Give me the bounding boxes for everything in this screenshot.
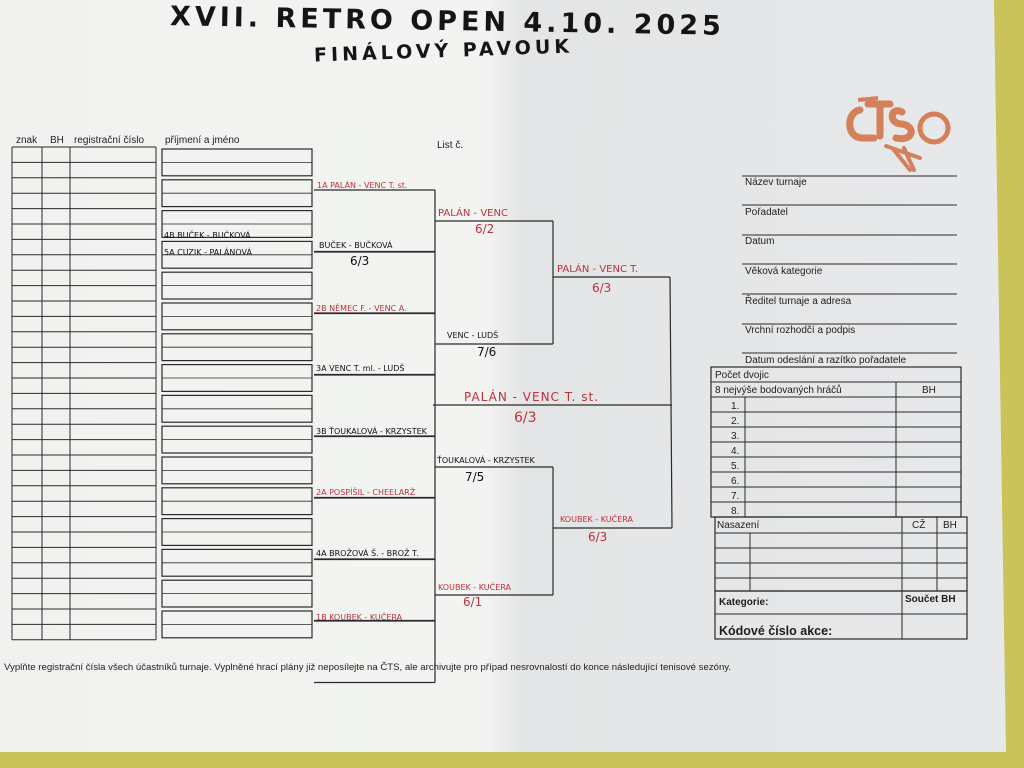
score-sheet: XVII. RETRO OPEN 4.10. 2025 FINÁLOVÝ PAV…	[0, 0, 1006, 752]
footer-note: Vyplňte registrační čísla všech účastník…	[4, 662, 732, 673]
entry-name[interactable]: 5A CUZIK - PALÁNOVÁ	[164, 248, 252, 257]
list-number-label: List č.	[437, 140, 464, 151]
bracket-line	[669, 276, 673, 529]
event-code-label: Kódové číslo akce:	[719, 624, 833, 638]
category-table	[714, 590, 968, 640]
bracket-lines	[11, 146, 968, 684]
seeding-bh-label: BH	[943, 520, 957, 531]
field-date: Datum	[745, 236, 775, 247]
field-organizer: Pořadatel	[745, 207, 788, 218]
sf-score[interactable]: 6/3	[592, 281, 612, 295]
r1-match-label[interactable]: 4A BROŽOVÁ Š. - BROŽ T.	[316, 549, 419, 558]
r1-match-label[interactable]: 3A VENC T. ml. - LUDŠ	[316, 364, 405, 373]
top8-label: 8 nejvýše bodovaných hráčů	[715, 385, 842, 396]
rank-row: 5.	[731, 461, 740, 472]
rank-row: 7.	[731, 491, 740, 502]
r2-match-label[interactable]: KOUBEK - KUČERA	[438, 583, 511, 592]
col-header-znak: znak	[16, 135, 38, 146]
rank-row: 4.	[731, 446, 740, 457]
r2-match-label[interactable]: PALÁN - VENC	[438, 208, 508, 219]
category-label: Kategorie:	[719, 597, 769, 608]
sf-score[interactable]: 6/3	[588, 530, 608, 544]
r2-match-label[interactable]: VENC - LUDŠ	[447, 331, 499, 340]
r1-match-label[interactable]: 2B NĚMEC F. - VENC A.	[316, 304, 407, 313]
field-tournament-name: Název turnaje	[745, 177, 807, 188]
sf-match-label[interactable]: KOUBEK - KUČERA	[560, 515, 633, 524]
sf-match-label[interactable]: PALÁN - VENC T.	[557, 264, 639, 275]
r2-score[interactable]: 6/1	[463, 595, 483, 609]
field-referee: Vrchní rozhodčí a podpis	[745, 325, 856, 336]
r2-score[interactable]: 7/5	[465, 470, 485, 484]
seeding-cz-label: CŽ	[912, 520, 926, 531]
r1-match-label[interactable]: 2A POSPÍŠIL - CHEELARŽ	[316, 488, 416, 497]
pairs-count-label: Počet dvojic	[715, 370, 769, 381]
r2-score[interactable]: 6/2	[475, 222, 495, 236]
r1-match-label[interactable]: 3B ŤOUKALOVÁ - KRZYSTEK	[316, 427, 427, 436]
r1-match-label[interactable]: 1A PALÁN - VENC T. st.	[317, 181, 408, 190]
field-send-date: Datum odeslání a razítko pořadatele	[745, 355, 907, 366]
final-winner-label[interactable]: PALÁN - VENC T. st.	[464, 390, 600, 404]
rank-row: 1.	[731, 401, 740, 412]
r2-score[interactable]: 7/6	[477, 345, 497, 359]
final-score[interactable]: 6/3	[514, 410, 537, 426]
seeding-label: Nasazení	[717, 520, 760, 531]
entry-name[interactable]: 4B BUČEK - BUČKOVÁ	[164, 231, 251, 240]
col-header-reg: registrační číslo	[74, 135, 145, 146]
r1-match-label[interactable]: 1B KOUBEK - KUČERA	[316, 613, 403, 622]
rank-row: 6.	[731, 476, 740, 487]
rank-row: 8.	[731, 506, 740, 517]
col-header-bh: BH	[50, 135, 64, 146]
r1-match-label[interactable]: BUČEK - BUČKOVÁ	[319, 241, 393, 250]
top8-bh-label: BH	[922, 385, 936, 396]
field-age-category: Věková kategorie	[745, 266, 823, 277]
r2-match-label[interactable]: ŤOUKALOVÁ - KRZYSTEK	[437, 456, 535, 465]
sum-bh-label: Součet BH	[905, 594, 956, 605]
col-header-name: příjmení a jméno	[165, 135, 240, 146]
field-director: Ředitel turnaje a adresa	[745, 296, 852, 307]
r1-score[interactable]: 6/3	[350, 254, 370, 268]
rank-row: 3.	[731, 431, 740, 442]
rank-row: 2.	[731, 416, 740, 427]
